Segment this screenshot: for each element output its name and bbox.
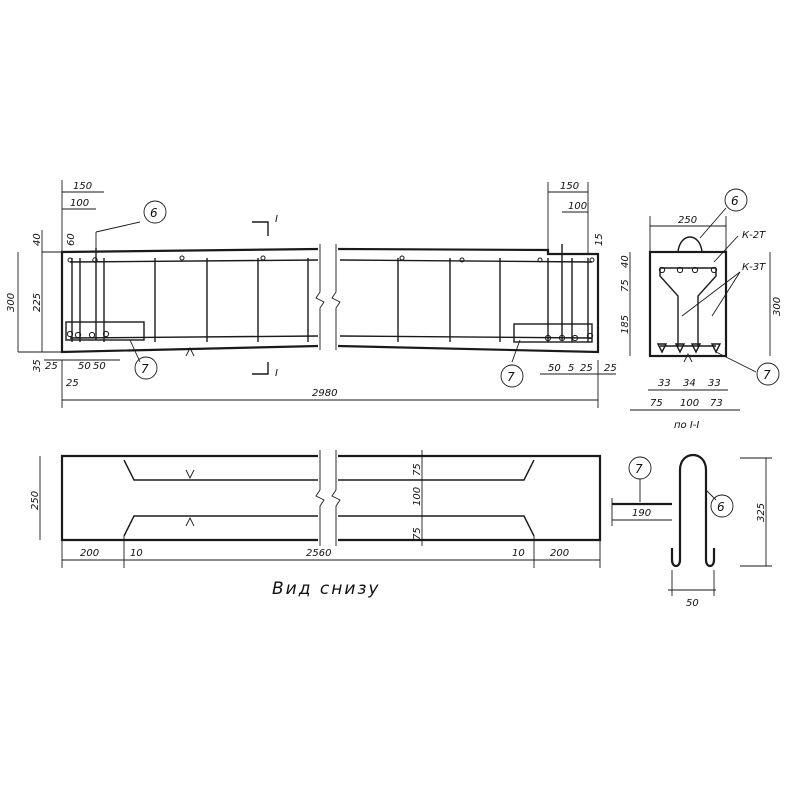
cut-mark-bottom: I (275, 368, 278, 379)
dim-2980: 2980 (312, 388, 337, 399)
frame-k2t: К-2Т (742, 230, 766, 241)
dim-25-c: 25 (580, 363, 593, 374)
dim-300-section: 300 (772, 297, 783, 316)
dim-50-b: 50 (93, 361, 106, 372)
bottom-view-dimensions: 250 75 100 75 200 10 2560 10 200 (30, 450, 601, 568)
dim-75-top: 75 (412, 463, 423, 476)
dim-75-lower: 75 (412, 527, 423, 540)
dim-5: 5 (568, 363, 574, 374)
dim-73: 73 (710, 398, 723, 409)
dim-150-left: 150 (73, 181, 92, 192)
bottom-view: 250 75 100 75 200 10 2560 10 200 Вид сни… (30, 450, 602, 599)
dim-100-mid: 100 (412, 487, 423, 506)
dim-50-a: 50 (78, 361, 91, 372)
view-bottom-title: Вид снизу (272, 579, 380, 599)
dim-50-c: 50 (548, 363, 561, 374)
section-dimensions: 250 40 75 185 300 33 34 33 75 100 73 по … (620, 215, 783, 431)
mark-7-detail: 7 (635, 462, 643, 476)
detail-loop-6: 6 325 50 (668, 454, 772, 609)
dim-60: 60 (66, 233, 77, 246)
dim-185: 185 (620, 315, 631, 334)
dim-150-right: 150 (560, 181, 579, 192)
dim-200-left: 200 (80, 548, 99, 559)
beam-elevation: 6 7 7 I I 150 100 60 40 300 225 35 (6, 180, 617, 408)
dim-40: 40 (32, 233, 43, 246)
dim-10-left: 10 (130, 548, 143, 559)
mark-7-right: 7 (507, 370, 515, 384)
dim-75-section: 75 (620, 279, 631, 292)
dim-100-left: 100 (70, 198, 89, 209)
mark-6-left: 6 (150, 206, 158, 220)
break-line-right (331, 244, 341, 350)
section-label: по I-I (674, 420, 699, 431)
dim-250-bottom: 250 (30, 491, 41, 510)
dim-300-left: 300 (6, 293, 17, 312)
dim-250-section: 250 (678, 215, 697, 226)
mark-6-detail: 6 (717, 500, 725, 514)
dim-25-d: 25 (604, 363, 617, 374)
mark-7-section: 7 (763, 368, 771, 382)
dim-325: 325 (756, 503, 767, 522)
dim-15: 15 (594, 233, 605, 246)
elevation-dimensions: 150 100 60 40 300 225 35 25 50 50 25 298… (6, 180, 617, 408)
dim-40-section: 40 (620, 255, 631, 268)
mark-6-section: 6 (731, 194, 739, 208)
cut-mark-top: I (275, 214, 278, 225)
dim-10-right: 10 (512, 548, 525, 559)
dim-50-detail: 50 (686, 598, 699, 609)
break-line-left (315, 244, 325, 350)
dim-33-b: 33 (708, 378, 721, 389)
dim-25-b: 25 (66, 378, 79, 389)
dim-100-right: 100 (568, 201, 587, 212)
dim-25-a: 25 (45, 361, 58, 372)
cross-section: 6 7 К-2Т К-3Т 250 40 75 185 300 33 34 33… (620, 188, 783, 431)
dim-190: 190 (632, 508, 651, 519)
frame-k3t: К-3Т (742, 262, 766, 273)
mark-7-left: 7 (141, 362, 149, 376)
dim-200-right: 200 (550, 548, 569, 559)
dim-33-a: 33 (658, 378, 671, 389)
dim-75-bottom: 75 (650, 398, 663, 409)
detail-bar-7: 7 190 (611, 456, 672, 526)
beam-outline-right (337, 247, 600, 354)
dim-34: 34 (683, 378, 696, 389)
dim-2560: 2560 (306, 548, 331, 559)
dim-100-bottom: 100 (680, 398, 699, 409)
dim-35: 35 (32, 359, 43, 372)
dim-225: 225 (32, 293, 43, 312)
